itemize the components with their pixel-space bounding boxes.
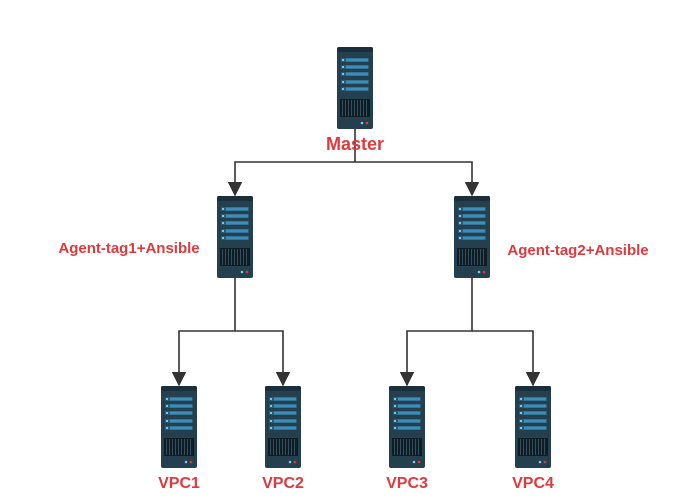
agent2-node: Agent-tag2+Ansible <box>454 196 649 278</box>
server-icon <box>454 196 490 278</box>
server-icon <box>217 196 253 278</box>
vpc3-node: VPC3 <box>386 386 428 492</box>
connector-agent1 <box>171 278 291 387</box>
vpc3-label: VPC3 <box>386 475 428 492</box>
master-label: Master <box>326 134 384 154</box>
agent1-node: Agent-tag1+Ansible <box>58 196 253 278</box>
server-icon <box>389 386 425 468</box>
agent1-label: Agent-tag1+Ansible <box>58 240 199 257</box>
server-icon <box>337 47 373 129</box>
master-node: Master <box>326 47 384 154</box>
agent2-label: Agent-tag2+Ansible <box>507 242 648 259</box>
server-icon <box>515 386 551 468</box>
connector-agent2 <box>399 278 541 387</box>
vpc1-label: VPC1 <box>158 475 200 492</box>
vpc2-node: VPC2 <box>262 386 304 492</box>
vpc4-label: VPC4 <box>512 475 554 492</box>
server-icon <box>161 386 197 468</box>
connector-master <box>227 129 480 197</box>
vpc4-node: VPC4 <box>512 386 554 492</box>
vpc2-label: VPC2 <box>262 475 304 492</box>
server-icon <box>265 386 301 468</box>
vpc1-node: VPC1 <box>158 386 200 492</box>
